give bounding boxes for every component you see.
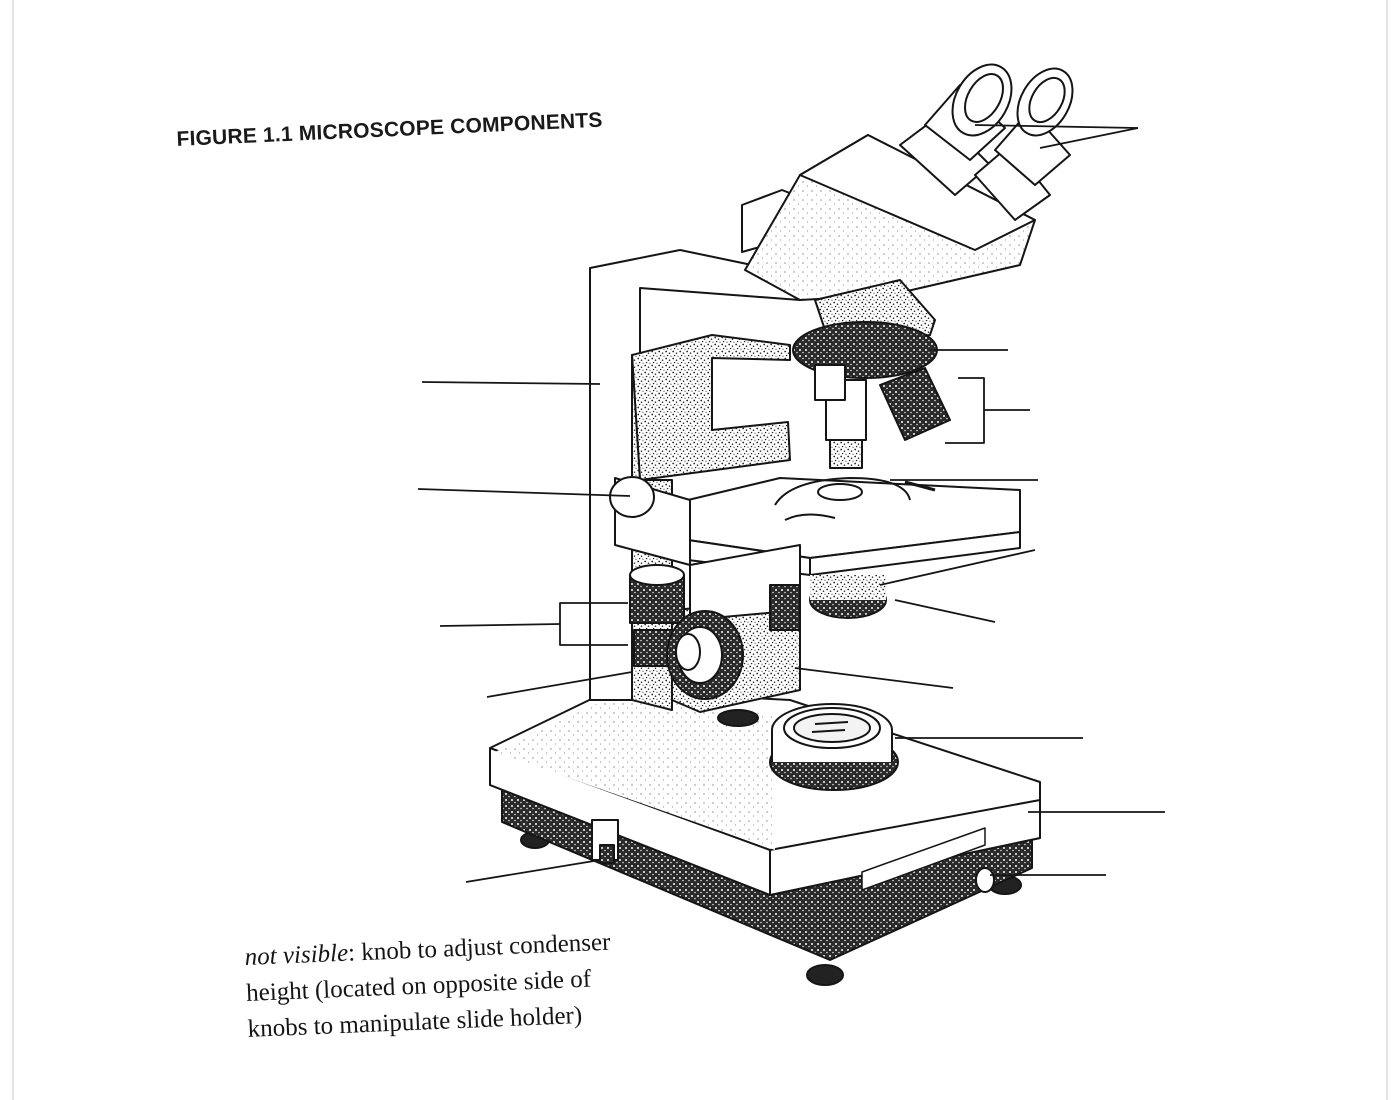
leader-line-iris xyxy=(894,599,996,623)
leader-line-stage-clip xyxy=(417,488,631,497)
leader-line-eyepiece xyxy=(974,124,1139,129)
bracket-objectives xyxy=(945,377,985,444)
page-edge-right xyxy=(1386,0,1388,1100)
stage-knob xyxy=(609,476,655,518)
fine-focus-knob xyxy=(633,610,744,700)
footnote-emphasis: not visible xyxy=(244,939,349,971)
objective-lens xyxy=(879,367,951,441)
leader-line-base-arm xyxy=(486,671,633,698)
leader-line-light-control xyxy=(465,859,601,883)
footnote-line-1-text: : knob to adjust condenser xyxy=(347,928,611,967)
page-edge-left xyxy=(12,0,14,1100)
foot xyxy=(806,964,844,986)
eyepiece-right xyxy=(974,67,1074,221)
leader-line-arm xyxy=(421,381,601,385)
leader-line-stage-control xyxy=(794,667,954,689)
coarse-focus-knob xyxy=(629,564,685,624)
objective-lens xyxy=(814,364,846,401)
stage-aperture xyxy=(817,483,863,501)
leader-lines xyxy=(417,124,1165,883)
leader-line-condenser xyxy=(879,549,1036,586)
microscope-drawing xyxy=(417,63,1165,986)
eyepiece-left xyxy=(899,63,1013,196)
footnote: not visible: knob to adjust condenser he… xyxy=(244,922,688,1048)
slide-holder xyxy=(774,477,911,506)
arm xyxy=(631,334,791,481)
on-off-switch xyxy=(975,867,995,893)
